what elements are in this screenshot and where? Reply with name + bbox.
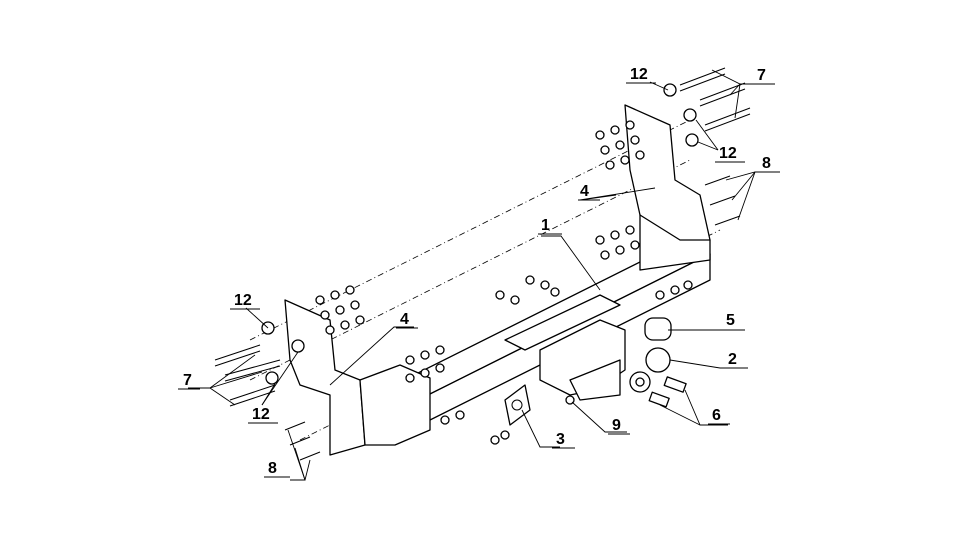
callout-3: 3 — [556, 431, 565, 448]
label-underlines — [178, 82, 780, 478]
nut-clusters — [315, 120, 693, 445]
callout-9: 9 — [612, 417, 621, 434]
left-bracket — [284, 299, 431, 456]
callout-12-right-bottom: 12 — [719, 145, 737, 162]
callout-8-left: 8 — [268, 460, 277, 477]
tow-ball — [629, 317, 672, 393]
washers — [261, 83, 699, 385]
callout-5: 5 — [726, 312, 735, 329]
long-bolts-left — [214, 344, 281, 407]
right-bracket — [624, 104, 711, 271]
callout-7-left: 7 — [183, 372, 192, 389]
callout-4-right: 4 — [580, 183, 589, 200]
short-bolts — [284, 175, 741, 461]
callout-12-left-top: 12 — [234, 292, 252, 309]
callout-1: 1 — [541, 217, 550, 234]
callout-8-right: 8 — [762, 155, 771, 172]
ball-mount — [504, 294, 626, 401]
callout-labels: 1 2 3 4 4 5 6 7 7 8 8 9 12 12 12 12 — [183, 66, 771, 477]
leader-lines — [188, 69, 776, 481]
callout-6: 6 — [712, 407, 721, 424]
ball-bolts — [648, 376, 687, 408]
callout-12-left-bottom: 12 — [252, 406, 270, 423]
callout-12-right-top: 12 — [630, 66, 648, 83]
long-bolts-right — [679, 67, 751, 132]
socket-plate — [504, 384, 531, 426]
callout-7-right: 7 — [757, 67, 766, 84]
callout-2: 2 — [728, 351, 737, 368]
callout-4-left: 4 — [400, 311, 409, 328]
